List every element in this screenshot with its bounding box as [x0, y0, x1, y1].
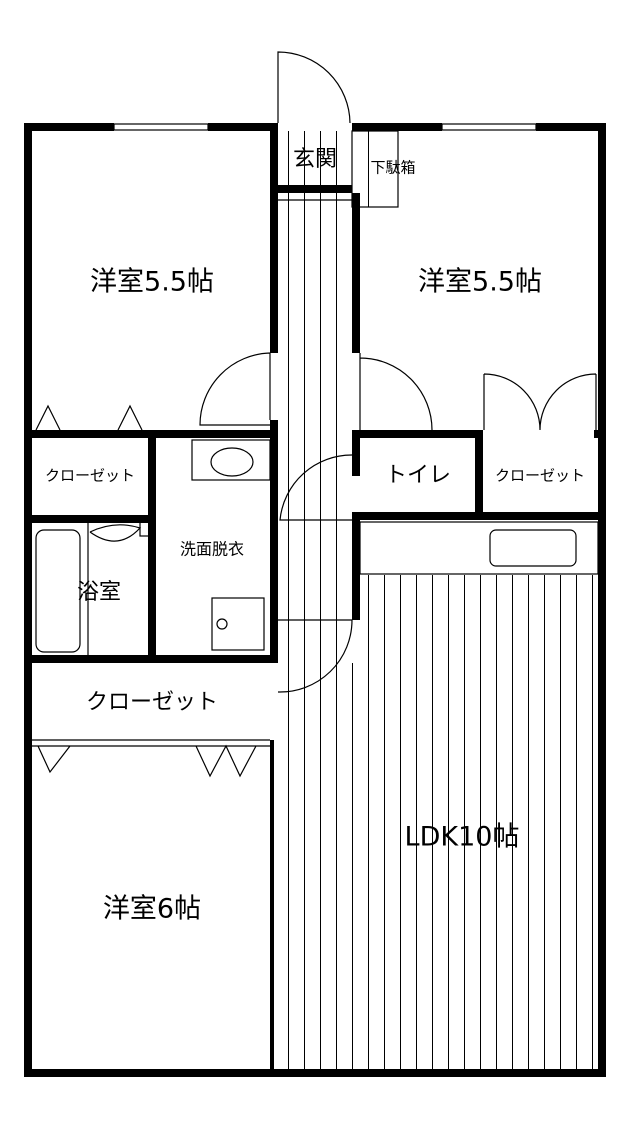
hallway-flooring	[278, 193, 352, 663]
window	[441, 123, 537, 131]
room-label-closet-left: クローゼット	[45, 467, 135, 485]
washing-machine-pan	[211, 597, 265, 651]
room-label-bathroom: 浴室	[77, 580, 121, 605]
bathtub-icon	[35, 529, 81, 653]
kitchen-sink-icon	[489, 529, 577, 567]
kitchen-counter	[359, 521, 599, 575]
room-label-ldk: LDK10帖	[405, 822, 520, 853]
room-label-washroom: 洗面脱衣	[180, 540, 244, 559]
room-label-bedroom-top-left: 洋室5.5帖	[90, 267, 214, 298]
room-label-entrance: 玄関	[293, 147, 337, 172]
room-label-toilet: トイレ	[385, 463, 451, 488]
fixtures	[35, 439, 599, 655]
ldk-flooring-left	[278, 663, 360, 1069]
walls	[24, 123, 606, 1077]
sink-counter	[191, 439, 271, 481]
shoe-cabinet-hatch	[360, 131, 382, 207]
entrance-flooring	[278, 131, 352, 185]
doors	[31, 51, 597, 778]
room-label-bedroom-bottom-left: 洋室6帖	[103, 894, 201, 925]
room-label-closet-large: クローゼット	[86, 690, 218, 715]
label-shoe-cabinet: 下駄箱	[370, 159, 415, 177]
window	[31, 1069, 271, 1077]
window	[113, 123, 209, 131]
ldk-flooring	[360, 575, 598, 1069]
sink-icon	[210, 447, 254, 477]
room-label-closet-right: クローゼット	[495, 467, 585, 485]
room-label-bedroom-top-right: 洋室5.5帖	[418, 267, 542, 298]
